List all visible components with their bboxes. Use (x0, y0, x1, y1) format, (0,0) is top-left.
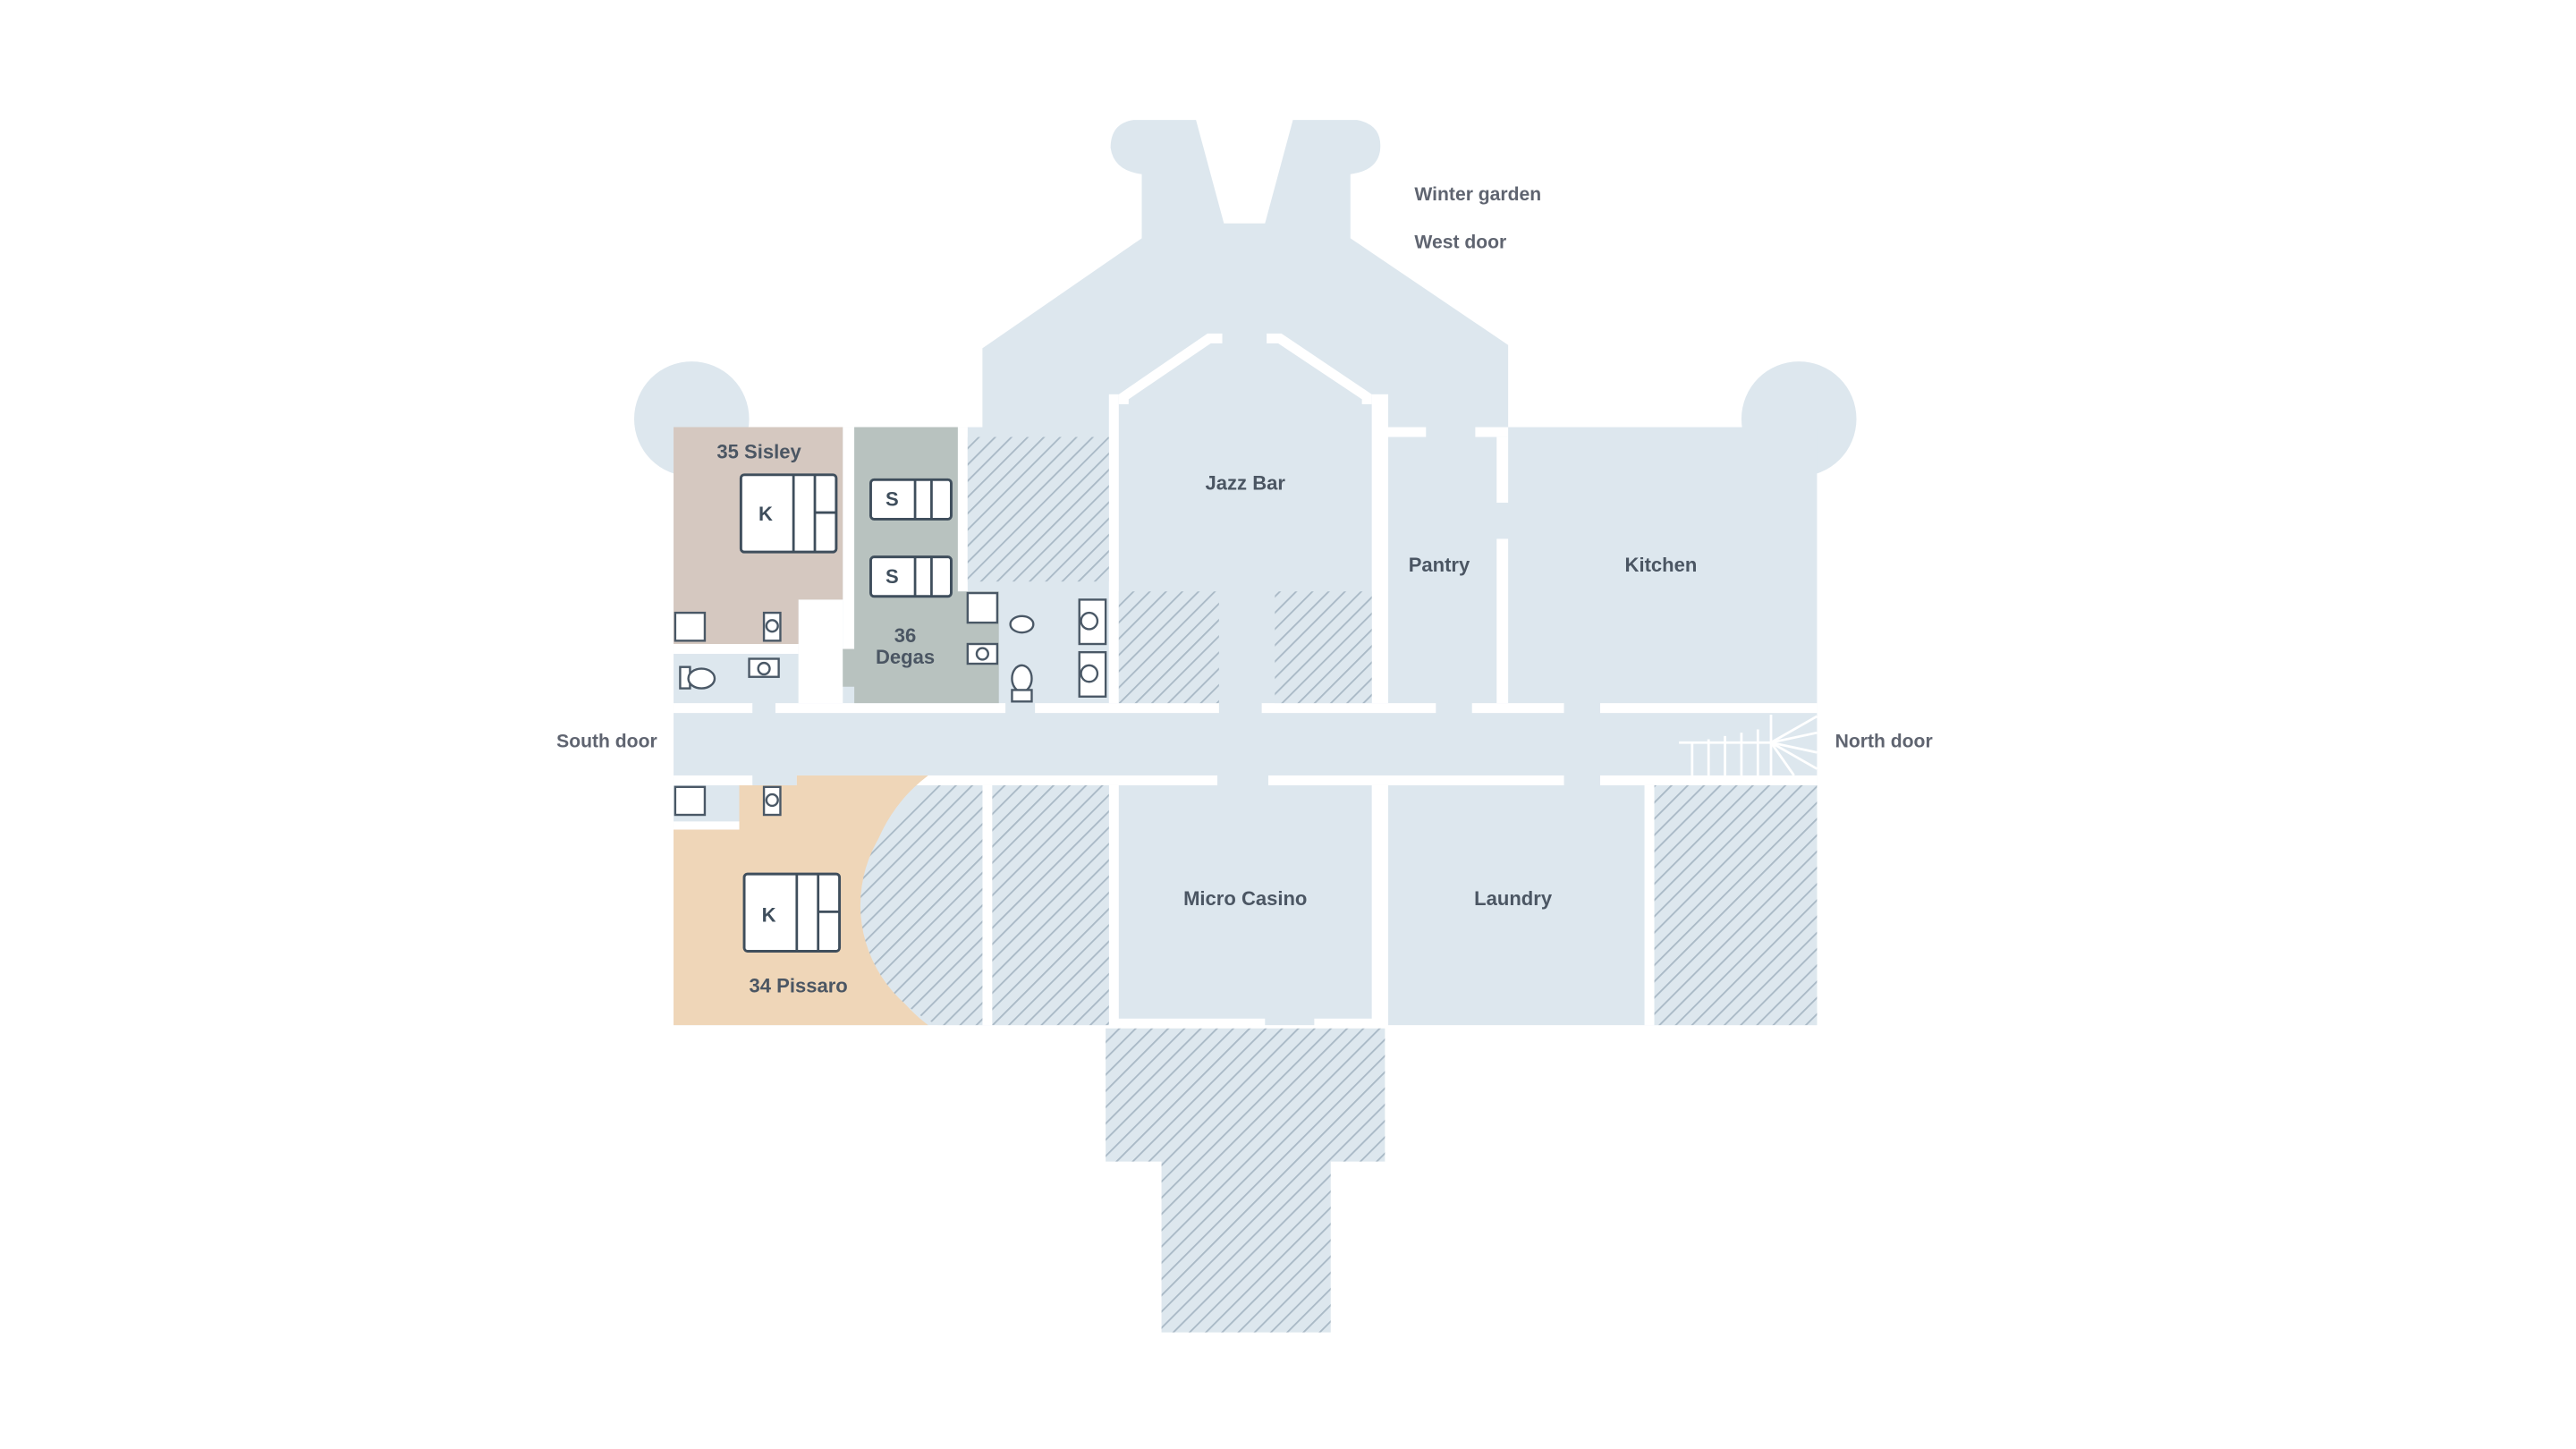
room-label-jazz-bar[interactable]: Jazz Bar (1206, 471, 1286, 494)
bed-single-degas-1: S (869, 478, 953, 521)
walls (674, 333, 1818, 1032)
room-label-sisley: 35 Sisley (716, 440, 801, 462)
winter-garden-area[interactable] (982, 120, 1509, 431)
toilet-icon (1011, 664, 1033, 693)
bed-king-sisley: K (739, 473, 838, 554)
room-label-degas-number: 36 (894, 624, 917, 647)
room-label-pissaro: 34 Pissaro (750, 974, 848, 996)
label-west-door[interactable]: West door (1414, 232, 1506, 252)
room-label-pantry[interactable]: Pantry (1409, 554, 1470, 576)
room-label-micro-casino[interactable]: Micro Casino (1183, 887, 1307, 910)
stairs-icon (1679, 714, 1818, 776)
shower-icon (674, 785, 707, 817)
bed-label: K (758, 503, 773, 525)
label-winter-garden[interactable]: Winter garden (1414, 184, 1541, 205)
toilet-icon (1009, 614, 1035, 634)
bed-king-pissaro: K (742, 872, 842, 953)
unavailable-areas (860, 436, 1818, 1333)
bathroom-fixtures (674, 591, 1107, 817)
bed-label: S (886, 565, 899, 588)
room-label-laundry[interactable]: Laundry (1474, 887, 1553, 910)
label-south-door[interactable]: South door (556, 732, 657, 752)
room-label-degas-name: Degas (876, 646, 935, 668)
bed-label: S (886, 488, 899, 511)
label-north-door[interactable]: North door (1835, 732, 1933, 752)
bed-single-degas-2: S (869, 555, 953, 598)
bed-label: K (762, 903, 776, 926)
room-label-kitchen[interactable]: Kitchen (1625, 554, 1698, 576)
shower-icon (966, 591, 999, 624)
shower-icon (674, 611, 707, 642)
